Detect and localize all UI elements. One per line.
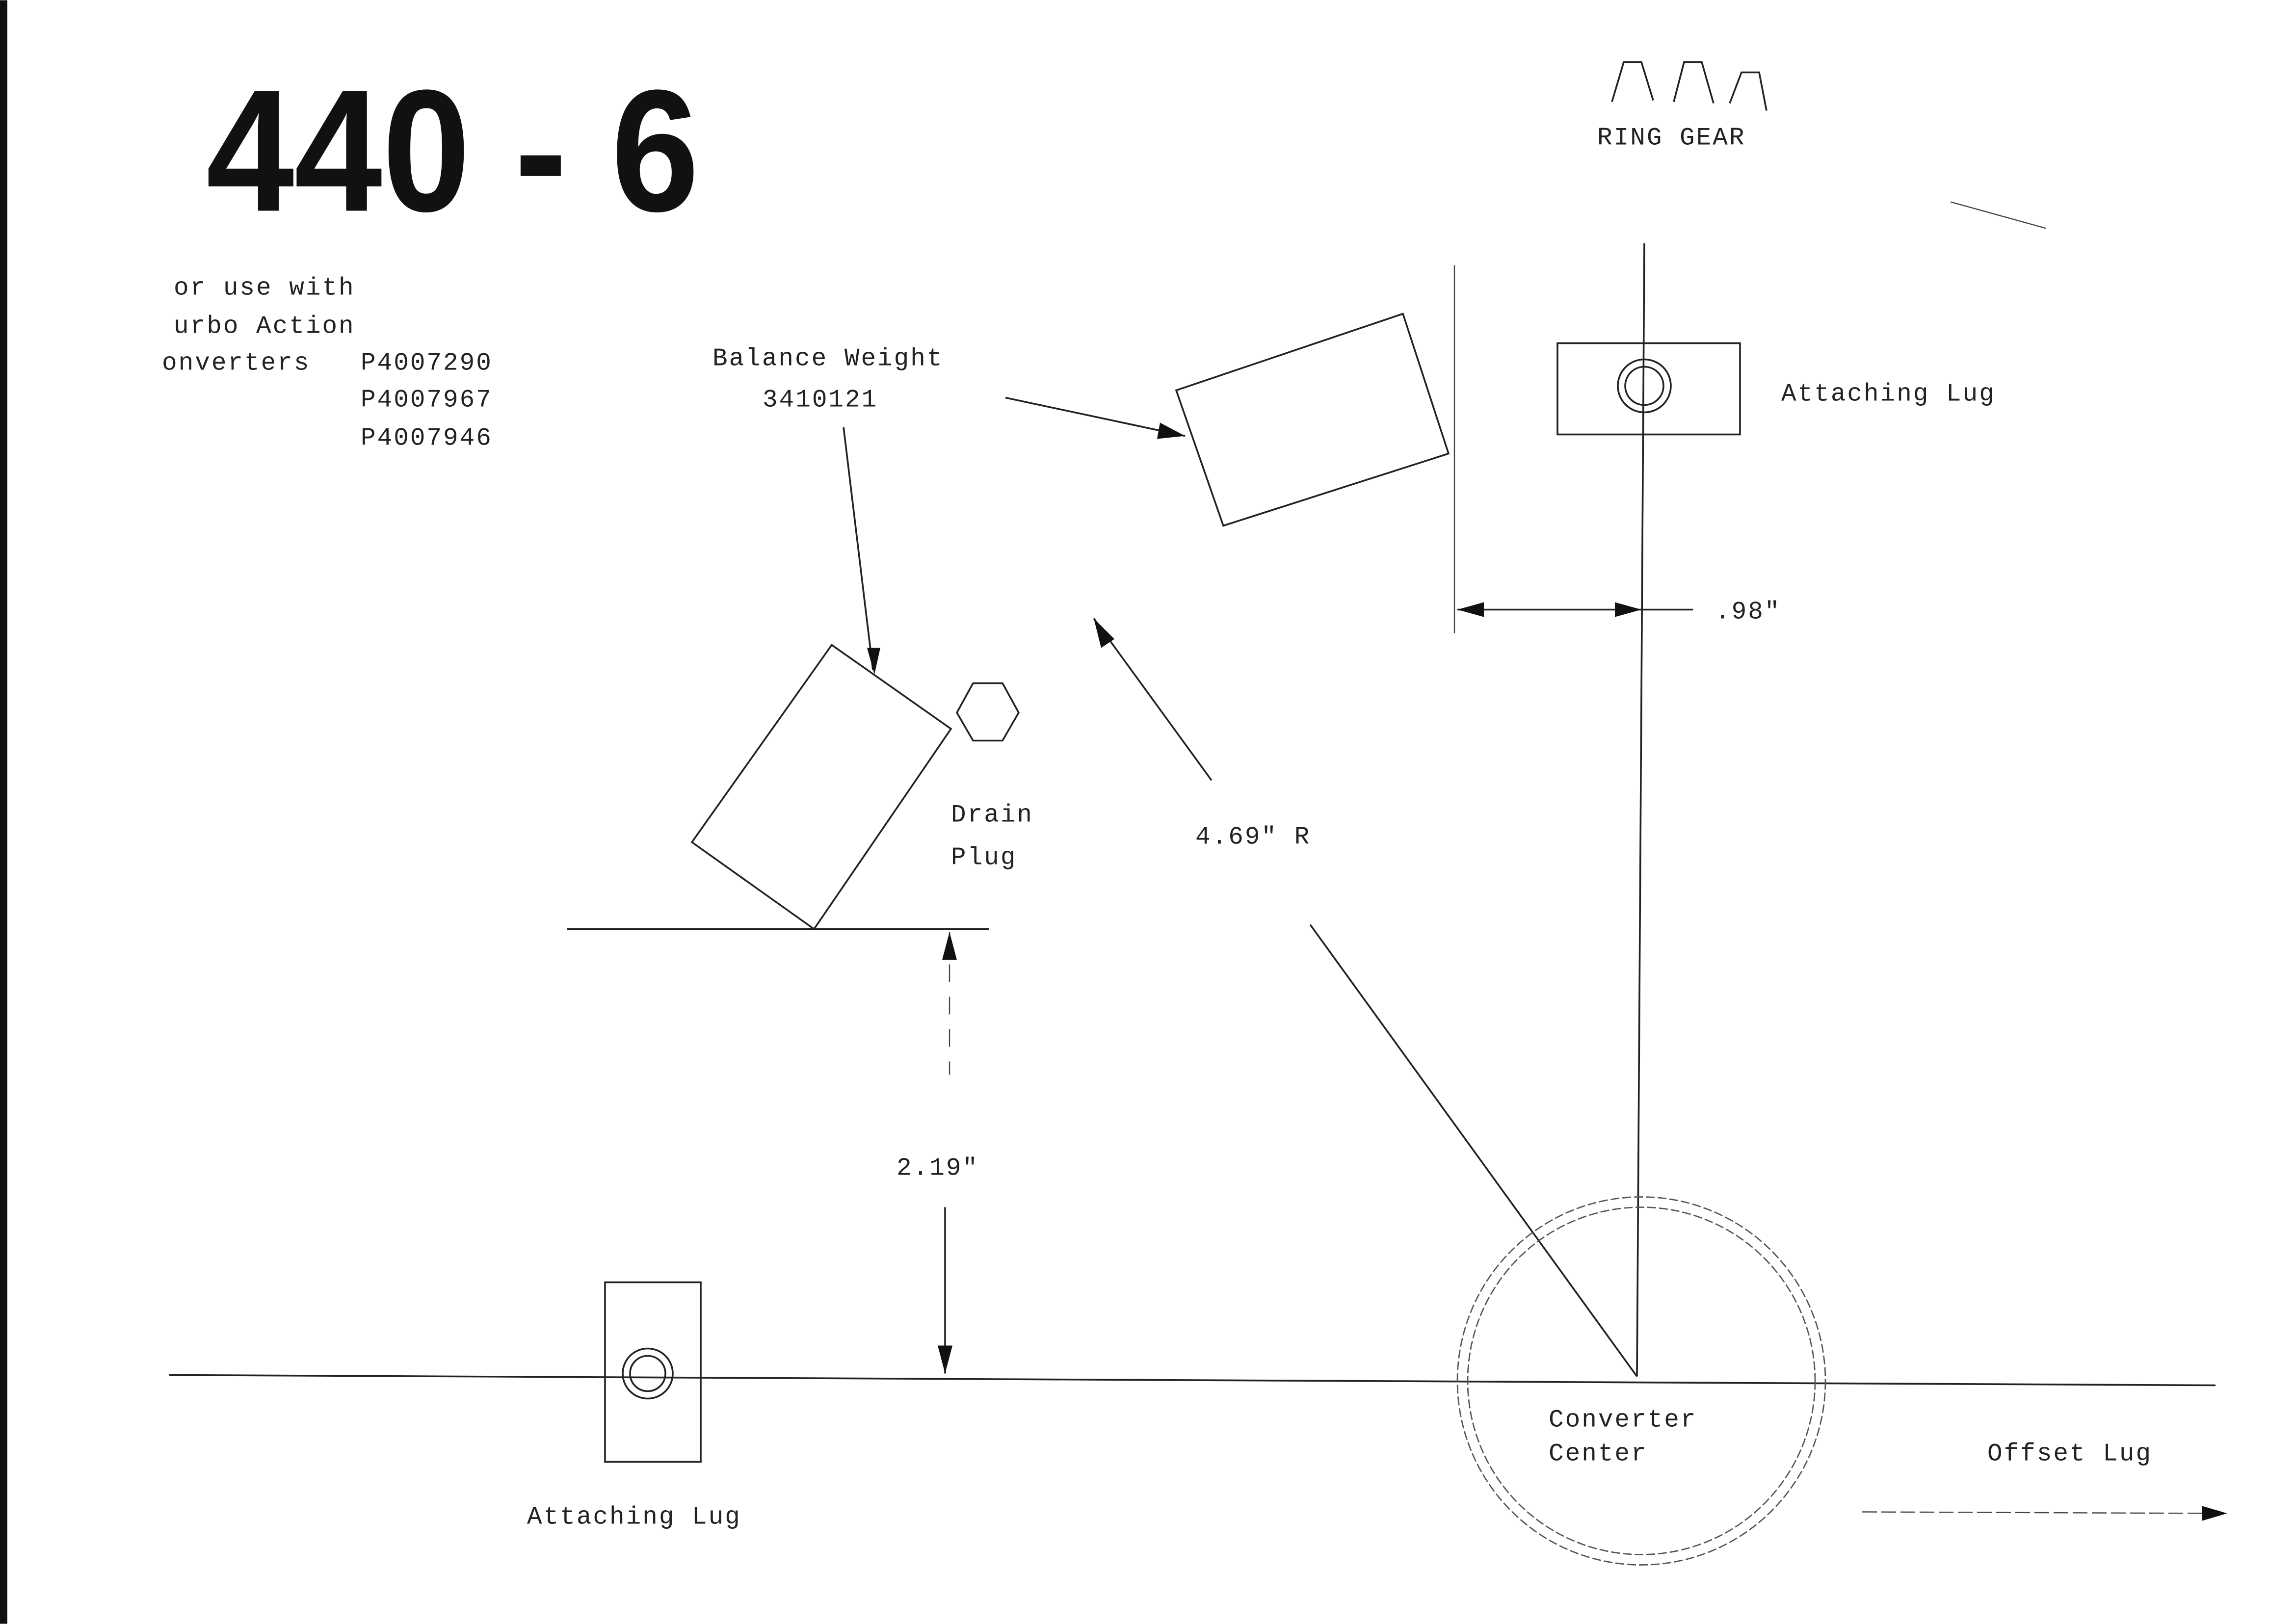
balance-weight-label: Balance Weight <box>712 345 943 373</box>
ring-gear-teeth-icon <box>1611 61 1767 111</box>
arrowhead-icon <box>2202 1506 2227 1521</box>
arrowhead-icon <box>1457 602 1484 617</box>
arrowhead-icon <box>1615 602 1641 617</box>
converter-center-label: Converter <box>1549 1407 1697 1435</box>
balance-weight-top <box>1175 313 1450 527</box>
balance-weight-leader <box>843 427 874 670</box>
balance-weight-lower <box>690 643 952 931</box>
page-title: 440 - 6 <box>206 54 699 248</box>
arrowhead-icon <box>1157 422 1185 439</box>
part-number: P4007290 <box>361 350 493 378</box>
usage-note-line3: onverters <box>162 350 310 378</box>
stray-mark <box>1950 201 2047 229</box>
lug-hole-inner-icon <box>629 1355 666 1392</box>
usage-note-line1: or use with <box>174 275 355 303</box>
offset-lug-label: Offset Lug <box>1987 1441 2152 1468</box>
arrowhead-icon <box>867 648 880 675</box>
radius-dimension-label: 4.69" R <box>1195 824 1311 852</box>
arrowhead-icon <box>938 1345 952 1374</box>
attaching-lug-top <box>1556 342 1741 436</box>
balance-weight-part-number: 3410121 <box>763 387 878 415</box>
ring-gear-label: RING GEAR <box>1597 125 1745 153</box>
balance-weight-leader <box>1005 396 1186 437</box>
converter-outer-circle <box>1456 1196 1826 1566</box>
arrowhead-icon <box>1094 618 1114 648</box>
radius-leader-upper <box>1093 618 1213 781</box>
attaching-lug-top-label: Attaching Lug <box>1781 381 1996 409</box>
converter-inner-circle <box>1467 1206 1816 1555</box>
horizontal-centerline <box>169 1374 2216 1387</box>
radius-leader-lower <box>1309 924 1638 1377</box>
scan-border <box>0 0 7 1624</box>
attaching-lug-bottom <box>604 1281 702 1463</box>
height-dimension-label: 2.19" <box>897 1155 979 1183</box>
part-number: P4007967 <box>361 387 493 415</box>
converter-center-label: Center <box>1549 1441 1648 1468</box>
attaching-lug-bottom-label: Attaching Lug <box>527 1504 741 1532</box>
offset-dimension-label: .98" <box>1715 599 1781 627</box>
arrowhead-icon <box>942 932 957 960</box>
part-number: P4007946 <box>361 425 493 453</box>
drain-plug-hexagon-icon <box>955 682 1020 742</box>
drain-plug-label: Plug <box>951 844 1017 872</box>
vertical-centerline <box>1636 243 1645 1377</box>
drain-plug-label: Drain <box>951 802 1033 830</box>
lug-hole-icon <box>622 1347 674 1400</box>
offset-lug-arrow-line <box>1862 1511 2209 1514</box>
usage-note-line2: urbo Action <box>174 313 355 341</box>
